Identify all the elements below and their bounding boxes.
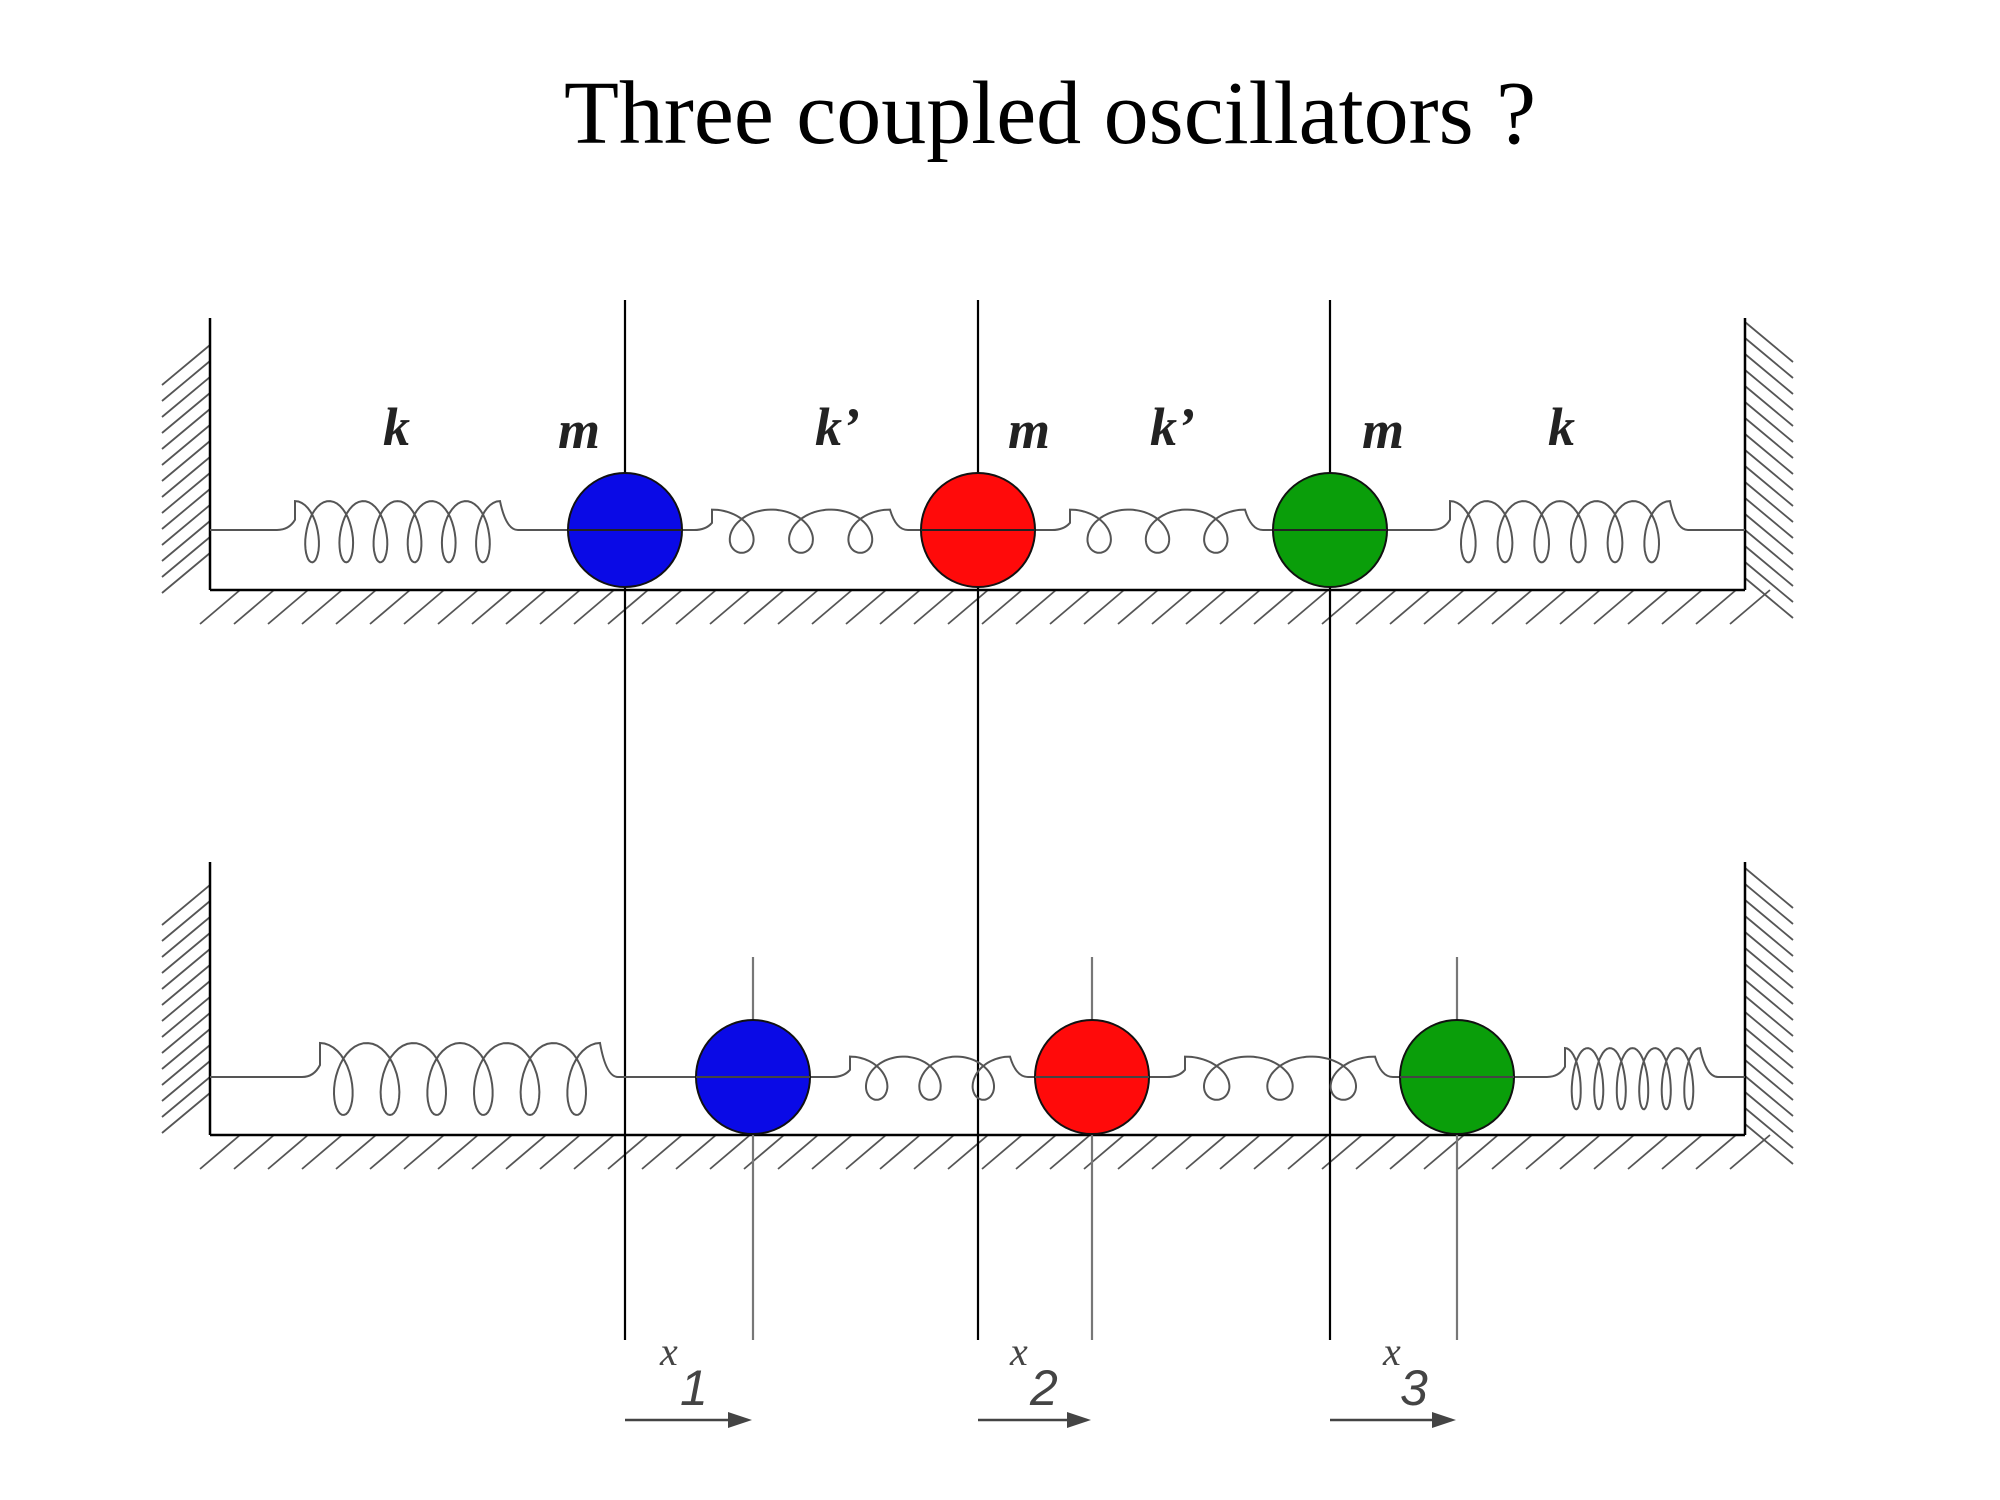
displacement-x1: x 1 xyxy=(625,1329,752,1428)
left-wall-hatch-bottom xyxy=(161,884,211,1134)
label-k-right: k xyxy=(1548,397,1575,457)
spring-k-left-top xyxy=(210,499,568,564)
label-k-prime-left: k’ xyxy=(815,397,860,457)
right-wall-hatch-top xyxy=(1744,321,1794,619)
displacement-x2: x 2 xyxy=(978,1329,1091,1428)
spring-k-prime-right-bottom xyxy=(1149,1055,1400,1101)
label-k-prime-right: k’ xyxy=(1150,397,1195,457)
displacement-x3: x 3 xyxy=(1330,1329,1456,1428)
x2-arrowhead xyxy=(1067,1412,1091,1428)
x2-symbol: x xyxy=(1009,1329,1028,1374)
x2-subscript: 2 xyxy=(1029,1360,1058,1416)
label-m-2: m xyxy=(1008,400,1050,460)
springs xyxy=(210,499,1745,1117)
floor-hatch-bottom xyxy=(199,1134,1771,1170)
x1-arrowhead xyxy=(728,1412,752,1428)
x3-arrowhead xyxy=(1432,1412,1456,1428)
label-m-1: m xyxy=(558,400,600,460)
mass-crosshairs xyxy=(568,529,1514,1078)
left-wall-hatch-top xyxy=(161,344,211,594)
spring-k-prime-left-top xyxy=(682,508,921,554)
x1-symbol: x xyxy=(659,1329,678,1374)
label-k-left: k xyxy=(383,397,410,457)
displacement-labels: x 1 x 2 x 3 xyxy=(625,1329,1456,1428)
spring-k-right-bottom xyxy=(1514,1046,1745,1111)
diagram-title: Three coupled oscillators ? xyxy=(563,64,1537,163)
x1-subscript: 1 xyxy=(680,1360,708,1416)
masses xyxy=(567,472,1515,1135)
wall-and-floor-hatching xyxy=(161,321,1794,1170)
spring-k-prime-right-top xyxy=(1035,508,1273,554)
x3-subscript: 3 xyxy=(1400,1360,1428,1416)
parameter-labels: k m k’ m k’ m k xyxy=(383,397,1575,460)
spring-k-right-top xyxy=(1387,499,1745,564)
right-wall-hatch-bottom xyxy=(1744,867,1794,1165)
floor-hatch-top xyxy=(199,589,1771,625)
spring-k-prime-left-bottom xyxy=(810,1055,1035,1101)
x3-symbol: x xyxy=(1382,1329,1401,1374)
label-m-3: m xyxy=(1362,400,1404,460)
spring-k-left-bottom xyxy=(210,1041,696,1117)
